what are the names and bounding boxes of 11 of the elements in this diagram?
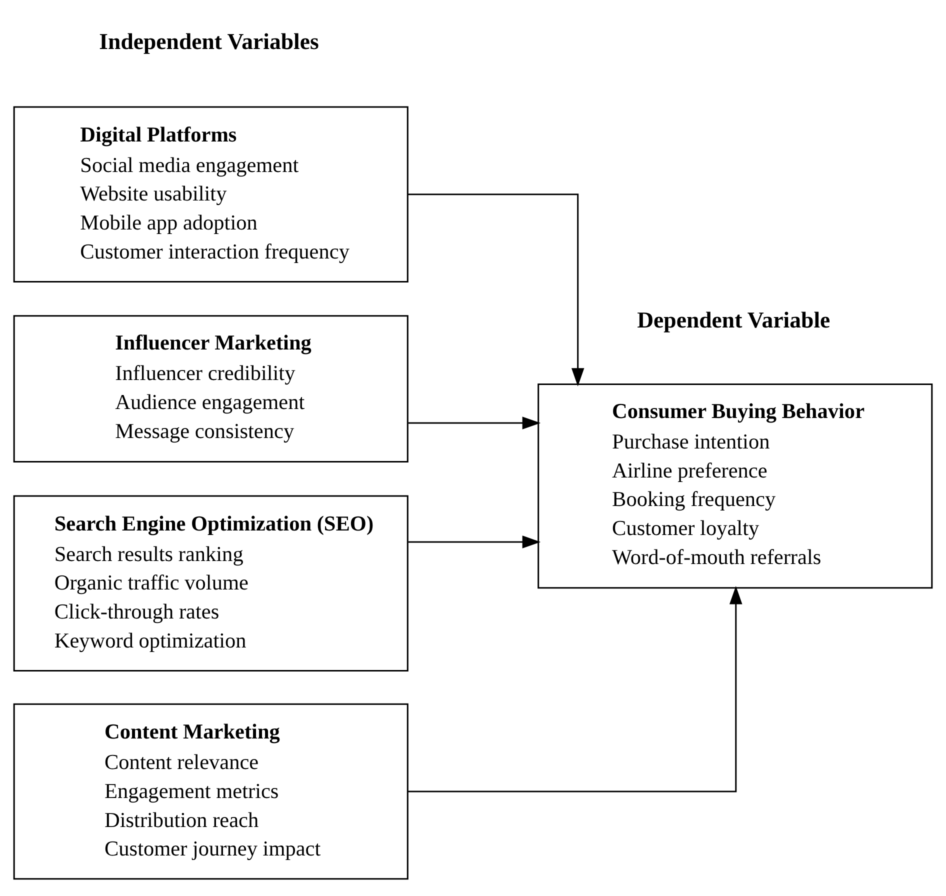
arrow — [408, 535, 541, 548]
node-box: Consumer Buying Behavior Purchase intention Airline preference Booking frequency Customer loyalty Word-of-mouth referrals — [538, 383, 933, 588]
node-box: Search Engine Optimization (SEO) Search results ranking Organic traffic volume Click-through rates Keyword optimization — [13, 494, 408, 671]
arrow — [408, 193, 584, 386]
arrow — [408, 585, 742, 792]
label: Dependent Variable — [637, 306, 830, 332]
node-box: Content Marketing Content relevance Engagement metrics Distribution reach Customer journey impact — [13, 702, 408, 880]
arrow — [408, 416, 541, 429]
node-box: Digital Platforms Social media engagement Website usability Mobile app adoption Customer interaction frequency — [13, 106, 408, 282]
node-box: Influencer Marketing Influencer credibility Audience engagement Message consistency — [13, 314, 408, 462]
label: Independent Variables — [99, 28, 319, 54]
